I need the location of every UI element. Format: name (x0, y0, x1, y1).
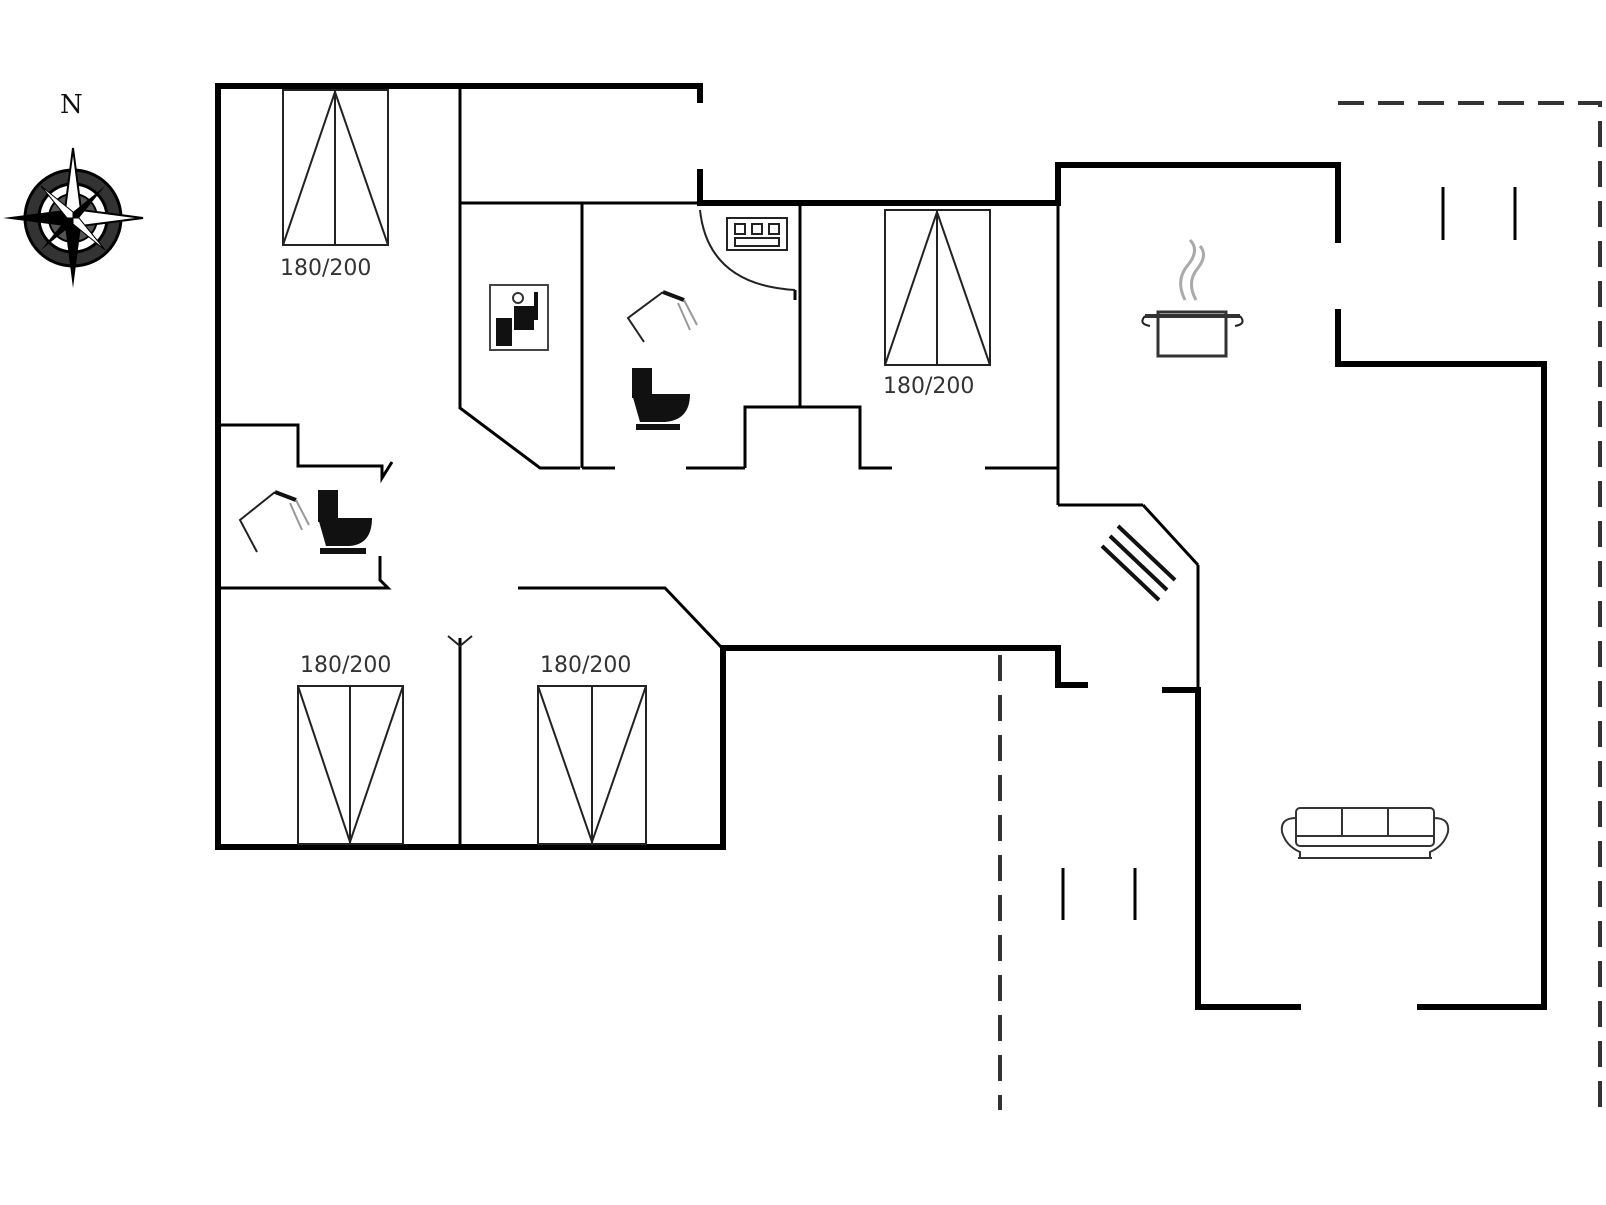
bedroom-s: 180/200 (537, 653, 647, 846)
bed-size-label: 180/200 (540, 653, 631, 678)
bedroom-nw: 180/200 (280, 88, 389, 281)
cooking-pot-icon (1141, 238, 1244, 358)
double-bed-icon (297, 685, 404, 846)
double-bed-icon (282, 88, 389, 246)
bedroom-ne: 180/200 (883, 208, 991, 399)
double-bed-icon (884, 208, 991, 366)
shower-icon (626, 290, 698, 343)
bed-size-label: 180/200 (883, 374, 974, 399)
interior-walls (218, 86, 1058, 847)
toilet-icon (632, 368, 690, 430)
double-bed-icon (537, 685, 647, 846)
sauna (699, 209, 796, 291)
exterior-walls (215, 83, 1547, 1010)
north-label: N (60, 90, 83, 120)
washing-machine-icon (489, 284, 549, 351)
bed-size-label: 180/200 (300, 653, 391, 678)
shower-icon (238, 490, 310, 553)
bathroom-2 (238, 490, 372, 554)
sauna-icon (726, 217, 788, 251)
toilet-icon (318, 490, 372, 554)
stairs-icon (1100, 503, 1200, 602)
wall-stubs (1061, 187, 1517, 920)
sofa-icon (1280, 807, 1450, 859)
compass-rose-icon (3, 147, 144, 288)
bedroom-sw: 180/200 (297, 653, 404, 846)
bed-size-label: 180/200 (280, 256, 371, 281)
terrace-outline (998, 101, 1602, 1115)
compass: N (3, 90, 144, 288)
bathroom-1 (626, 290, 698, 430)
